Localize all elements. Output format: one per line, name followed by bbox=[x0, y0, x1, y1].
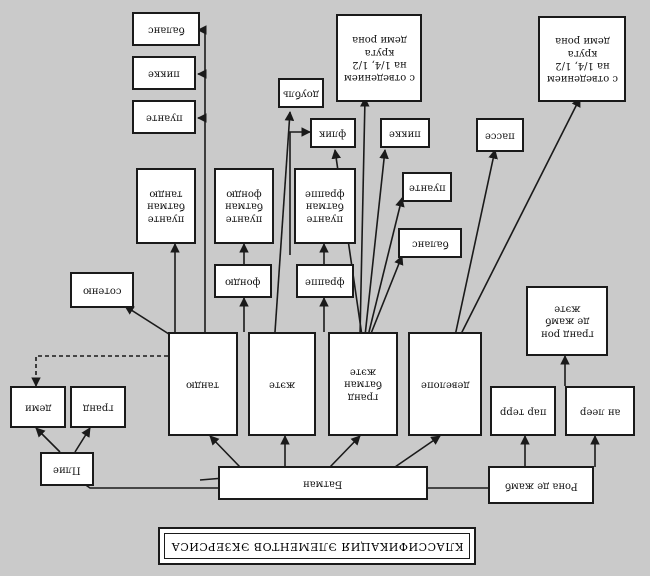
node-demi: деми bbox=[10, 386, 66, 428]
node-grand-rond-de-jambe-jete: гранд рон де жамб жэте bbox=[526, 286, 608, 356]
node-par-terre: пар терр bbox=[490, 386, 556, 436]
edge-bracket-flic bbox=[289, 127, 311, 255]
node-flic: флик bbox=[310, 118, 356, 148]
node-demi-rond-left: с отведением на 1/4, 1/2 круга деми рона bbox=[336, 14, 422, 102]
node-soutenu: сотеню bbox=[70, 272, 134, 308]
node-doubles: доубль bbox=[278, 78, 324, 108]
edge-gbj-balance bbox=[369, 255, 404, 337]
node-plie: Плие bbox=[40, 452, 94, 486]
edge-gbj-pointe bbox=[367, 197, 405, 337]
node-battement-tendu: пуанте батман тандю bbox=[136, 168, 196, 244]
node-grand-battement-jete: гранд батман жэте bbox=[328, 332, 398, 436]
edge-gbj-pique bbox=[364, 149, 389, 337]
node-demi-rond-right: с отведением на 1/4, 1/2 круга деми рона bbox=[538, 16, 626, 102]
edge-root-gbj bbox=[329, 435, 361, 468]
node-developpe: девелопе bbox=[408, 332, 482, 436]
node-jete: жэте bbox=[248, 332, 316, 436]
edge-tendu-soutenu bbox=[124, 305, 173, 337]
edge-tendu-demi-dashed bbox=[31, 355, 168, 387]
node-fondu: фондю bbox=[214, 264, 272, 298]
caption-inner: КЛАССИФИКАЦИЯ ЭЛЕМЕНТОВ ЭКЗЕРСИСА bbox=[164, 533, 470, 559]
node-balance-left: баланс bbox=[132, 12, 200, 46]
node-pique-left: пикке bbox=[132, 56, 196, 90]
edge-developpe-passe bbox=[454, 149, 498, 337]
node-pique-right: пикке bbox=[380, 118, 430, 148]
edge-plie-grand bbox=[74, 427, 91, 453]
caption-text: КЛАССИФИКАЦИЯ ЭЛЕМЕНТОВ ЭКЗЕРСИСА bbox=[170, 539, 464, 553]
node-battement-fondu: пуанте батман фондю bbox=[214, 168, 274, 244]
node-tendu: тандю bbox=[168, 332, 238, 436]
node-balance-right: баланс bbox=[398, 228, 462, 258]
caption-frame: КЛАССИФИКАЦИЯ ЭЛЕМЕНТОВ ЭКЗЕРСИСА bbox=[158, 527, 476, 565]
node-pointe-right: пуанте bbox=[402, 172, 452, 202]
node-pointe-left: пуанте bbox=[132, 100, 196, 134]
node-root: Батман bbox=[218, 466, 428, 500]
edge-developpe-demirond bbox=[459, 97, 581, 337]
node-grand: гранд bbox=[70, 386, 126, 428]
node-en-lair: ан леер bbox=[565, 386, 635, 436]
node-passe: пассе bbox=[476, 118, 524, 152]
node-rond: Рона де жамб bbox=[488, 466, 594, 504]
node-frappe: фраппе bbox=[296, 264, 354, 298]
edge-root-tendu bbox=[209, 435, 241, 468]
edge-plie-demi bbox=[35, 427, 61, 453]
edge-root-developpe bbox=[394, 435, 441, 468]
edge-gbj-demirond bbox=[359, 97, 370, 337]
node-battement-frappe: пуанте батман фраппе bbox=[294, 168, 356, 244]
edge-jete-doubles bbox=[274, 111, 295, 333]
